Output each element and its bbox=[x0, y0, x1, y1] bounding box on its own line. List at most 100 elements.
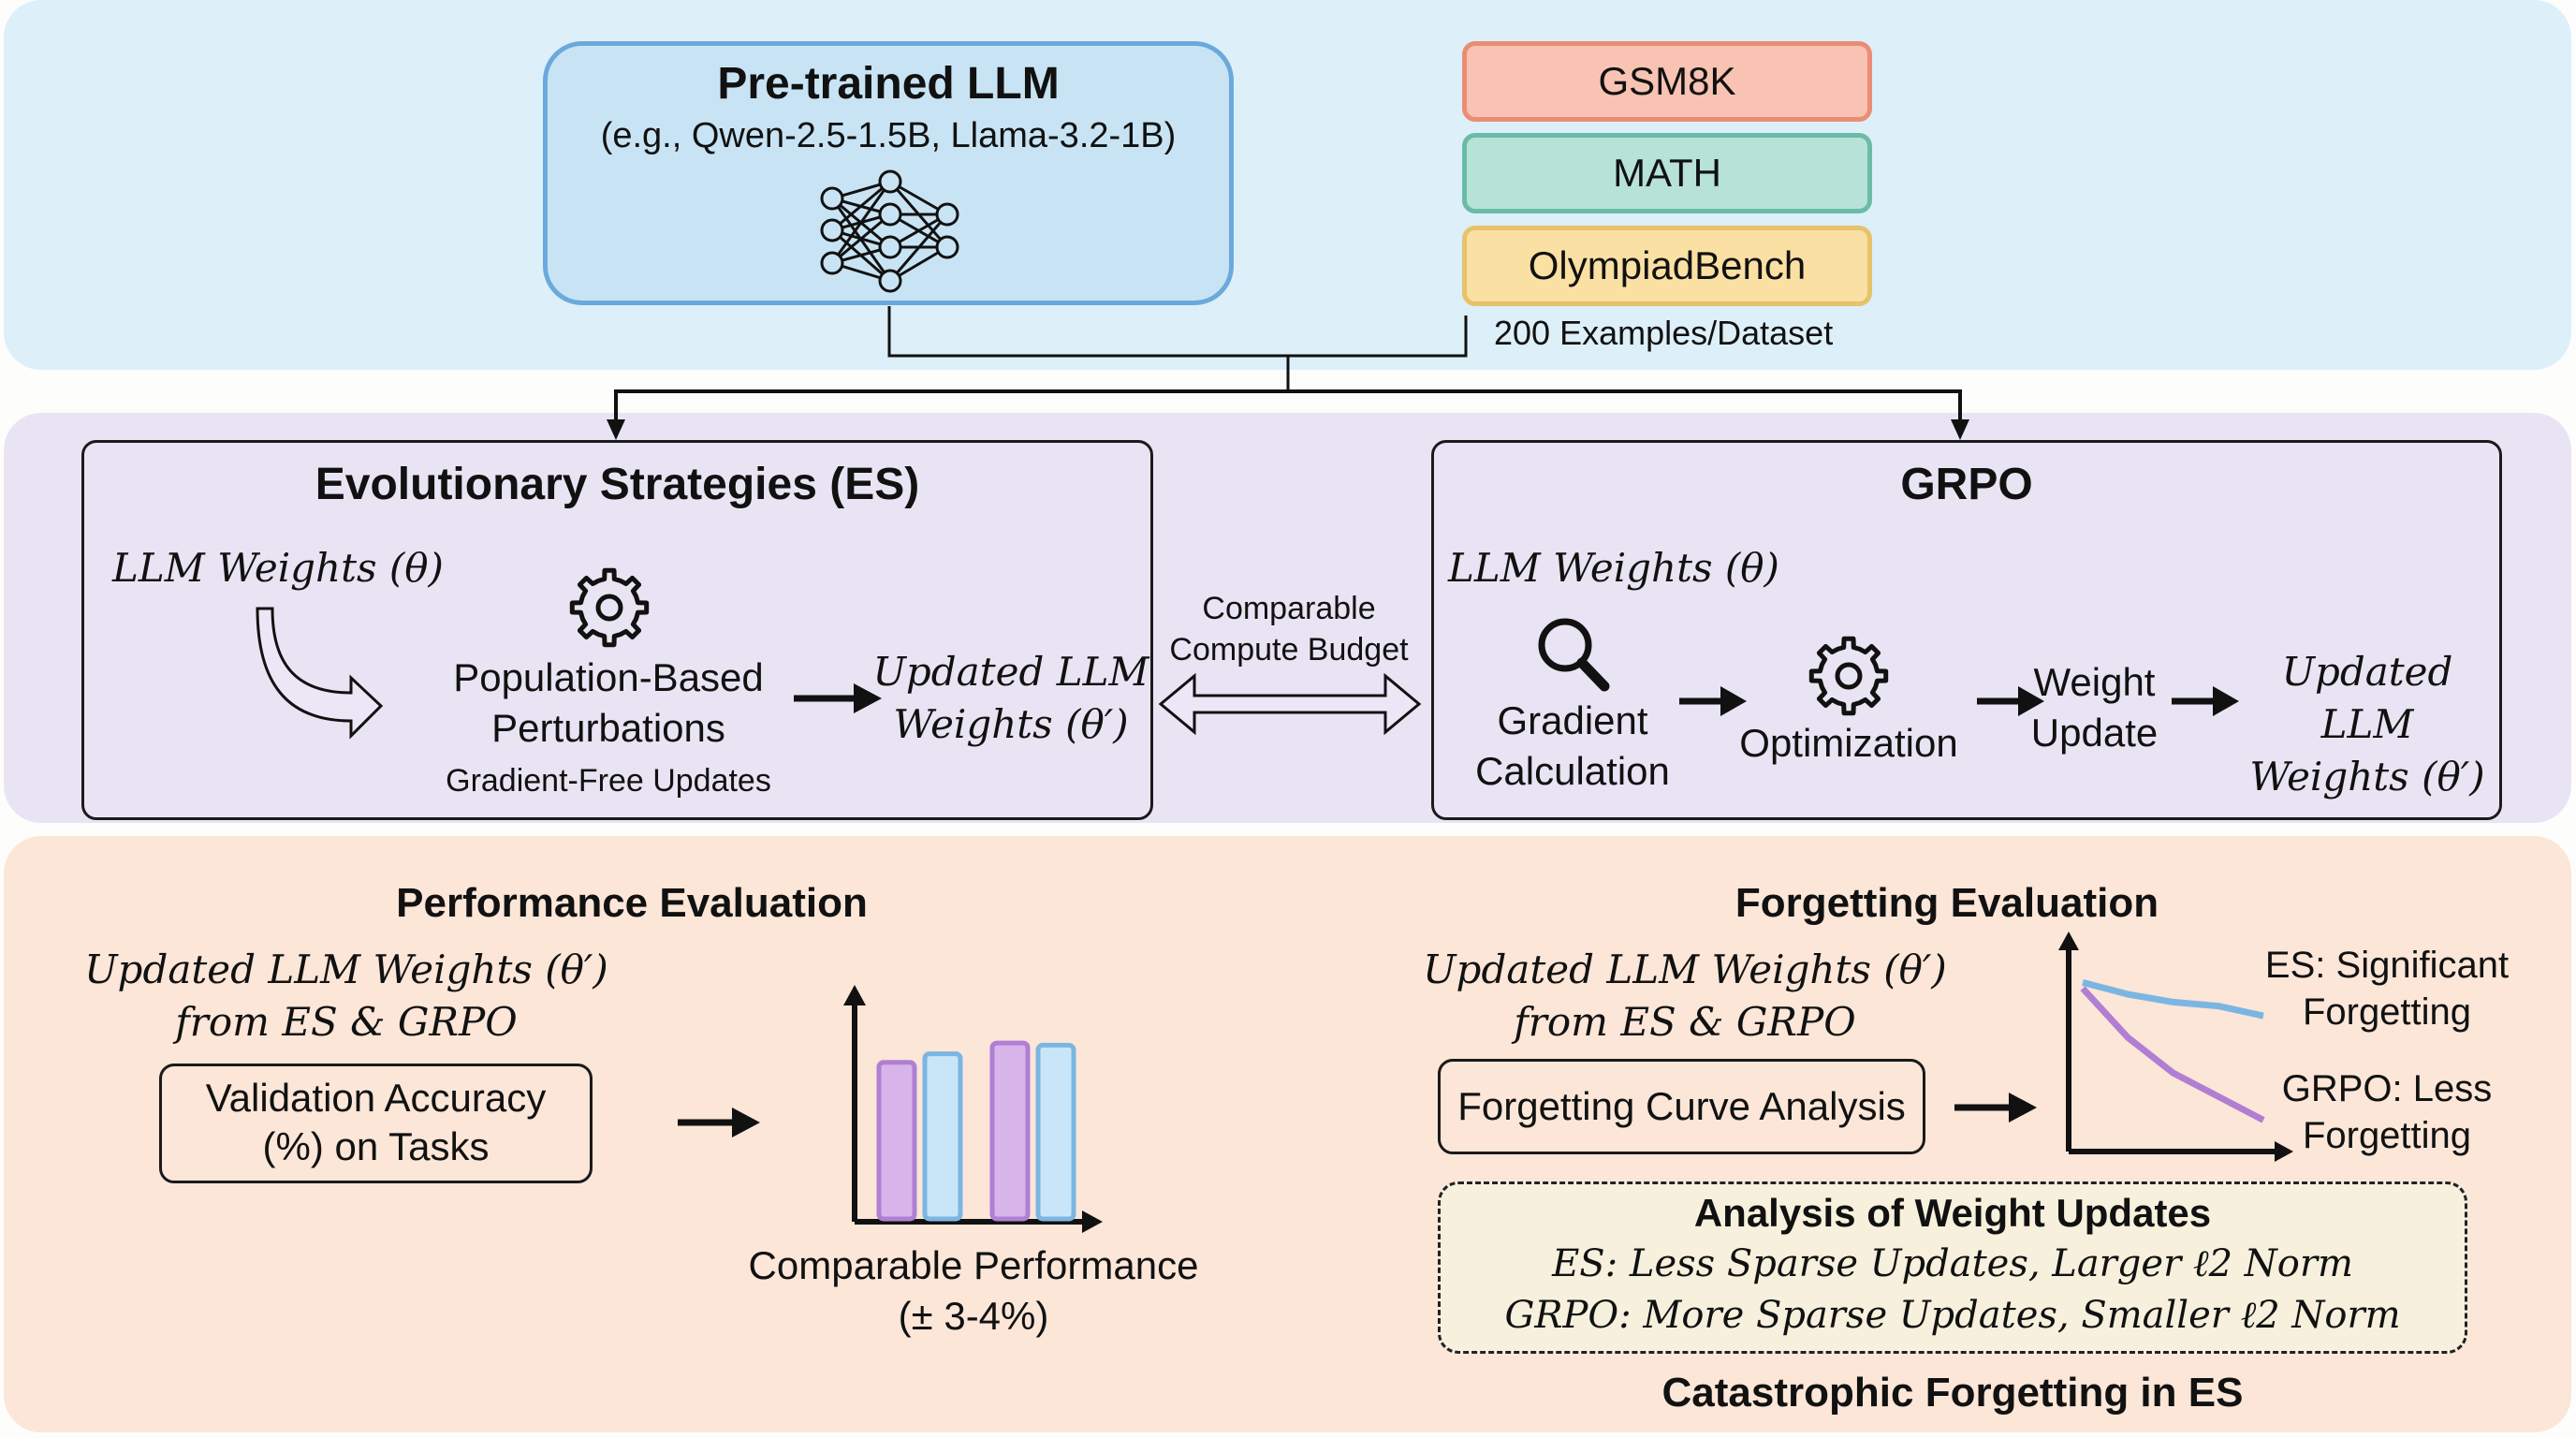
grpo-input-weights: LLM Weights (θ) bbox=[1448, 545, 1779, 591]
performance-result: Comparable Performance (± 3-4%) bbox=[711, 1240, 1236, 1342]
grpo-box bbox=[1431, 440, 2502, 820]
arrow-right-icon bbox=[1954, 1093, 2037, 1123]
grpo-step-weight-update: Weight Update bbox=[2012, 657, 2176, 758]
nn-edge bbox=[831, 180, 891, 232]
y-axis-arrowhead-icon bbox=[2058, 932, 2079, 950]
weight-analysis-es: ES: Less Sparse Updates, Larger ℓ2 Norm bbox=[1552, 1242, 2353, 1285]
nn-node bbox=[878, 235, 902, 259]
es-forgetting-line1: ES: Significant bbox=[2264, 945, 2510, 986]
performance-bar-chart bbox=[843, 985, 1103, 1233]
forgetting-curve-box: Forgetting Curve Analysis bbox=[1438, 1059, 1925, 1154]
nn-node bbox=[820, 251, 844, 275]
grpo-output-label: Updated LLM Weights (θ′) bbox=[2235, 646, 2499, 803]
es-box bbox=[81, 440, 1153, 820]
grpo-forgetting-line1: GRPO: Less bbox=[2281, 1068, 2493, 1109]
arrowhead-grpo-icon bbox=[1951, 419, 1969, 440]
gear-icon bbox=[569, 567, 650, 648]
dataset-math: MATH bbox=[1462, 133, 1872, 213]
dataset-gsm8k: GSM8K bbox=[1462, 41, 1872, 122]
neural-network-icon bbox=[820, 169, 959, 293]
nn-edge bbox=[830, 181, 892, 264]
arrow-right-icon bbox=[2172, 686, 2239, 716]
grpo-output-line1: Updated LLM bbox=[2281, 649, 2453, 747]
arrow-right-icon bbox=[678, 1108, 760, 1137]
es-process-note: Gradient-Free Updates bbox=[446, 763, 771, 799]
gear-outline bbox=[1808, 636, 1889, 716]
bar-blue-2 bbox=[1035, 1042, 1076, 1222]
compute-budget-line2: Compute Budget bbox=[1169, 632, 1409, 668]
grpo-title: GRPO bbox=[1900, 460, 2033, 509]
performance-input-label: Updated LLM Weights (θ′) from ES & GRPO bbox=[84, 944, 608, 1049]
x-axis-arrowhead-icon bbox=[1082, 1211, 1103, 1233]
arrow-right-icon bbox=[1977, 686, 2044, 716]
curved-arrow-icon bbox=[256, 607, 384, 740]
validation-accuracy-line1: Validation Accuracy bbox=[205, 1076, 547, 1120]
arrowhead-es-icon bbox=[607, 419, 625, 440]
nn-node bbox=[878, 202, 902, 227]
nn-edge bbox=[831, 213, 891, 265]
grpo-step-gradient-line2: Calculation bbox=[1475, 749, 1670, 793]
performance-result-line2: (± 3-4%) bbox=[898, 1294, 1049, 1338]
es-output-line1: Updated LLM bbox=[872, 649, 1149, 695]
grpo-step-gradient: Gradient Calculation bbox=[1460, 696, 1685, 797]
weight-analysis-grpo: GRPO: More Sparse Updates, Smaller ℓ2 No… bbox=[1504, 1294, 2401, 1337]
pretrained-llm-examples: (e.g., Qwen-2.5-1.5B, Llama-3.2-1B) bbox=[600, 116, 1177, 155]
dataset-olympiadbench: OlympiadBench bbox=[1462, 226, 1872, 306]
grpo-step-optimization: Optimization bbox=[1739, 721, 1958, 765]
forgetting-input-line2: from ES & GRPO bbox=[1514, 999, 1856, 1045]
es-output-line2: Weights (θ′) bbox=[893, 701, 1129, 747]
nn-node bbox=[935, 202, 959, 227]
es-input-weights: LLM Weights (θ) bbox=[112, 545, 444, 591]
split-connector bbox=[614, 389, 1962, 423]
validation-accuracy-box: Validation Accuracy (%) on Tasks bbox=[159, 1064, 593, 1183]
gear-hub bbox=[595, 594, 623, 622]
nn-node bbox=[878, 269, 902, 293]
performance-input-line2: from ES & GRPO bbox=[175, 999, 518, 1045]
weight-analysis-box bbox=[1438, 1181, 2467, 1354]
performance-result-line1: Comparable Performance bbox=[748, 1243, 1199, 1287]
performance-input-line1: Updated LLM Weights (θ′) bbox=[84, 946, 608, 992]
forgetting-input-line1: Updated LLM Weights (θ′) bbox=[1423, 946, 1947, 992]
bar-purple-1 bbox=[876, 1060, 917, 1222]
dataset-caption: 200 Examples/Dataset bbox=[1494, 314, 1834, 352]
nn-edge bbox=[888, 213, 949, 282]
nn-node bbox=[878, 169, 902, 194]
input-panel bbox=[4, 0, 2571, 370]
nn-node bbox=[820, 218, 844, 242]
forgetting-input-label: Updated LLM Weights (θ′) from ES & GRPO bbox=[1423, 944, 1947, 1049]
line-blue bbox=[2082, 979, 2264, 1020]
weight-analysis-title: Analysis of Weight Updates bbox=[1693, 1191, 2212, 1235]
grpo-step-gradient-line1: Gradient bbox=[1497, 698, 1648, 742]
conclusion-title: Catastrophic Forgetting in ES bbox=[1661, 1370, 2244, 1416]
grpo-output-line2: Weights (θ′) bbox=[2249, 754, 2485, 800]
pretrained-llm-title: Pre-trained LLM bbox=[717, 59, 1060, 109]
es-forgetting-line2: Forgetting bbox=[2302, 991, 2472, 1033]
grpo-forgetting-label: GRPO: Less Forgetting bbox=[2247, 1065, 2527, 1159]
x-axis-arrowhead-icon bbox=[2275, 1141, 2293, 1162]
nn-node bbox=[820, 186, 844, 211]
es-process-line2: Perturbations bbox=[491, 706, 725, 750]
double-arrow-icon bbox=[1158, 672, 1422, 736]
es-title: Evolutionary Strategies (ES) bbox=[315, 460, 920, 509]
arrow-right-icon bbox=[1679, 686, 1747, 716]
nn-node bbox=[935, 235, 959, 259]
es-output-label: Updated LLM Weights (θ′) bbox=[871, 646, 1151, 751]
forgetting-line-chart bbox=[2058, 932, 2293, 1162]
arrow-right-icon bbox=[794, 683, 882, 713]
grpo-step-weight-update-line2: Update bbox=[2030, 711, 2159, 755]
performance-evaluation-title: Performance Evaluation bbox=[396, 880, 868, 926]
gear-icon bbox=[1808, 636, 1889, 716]
compute-budget-label: Comparable Compute Budget bbox=[1157, 588, 1421, 670]
gear-hub bbox=[1835, 662, 1863, 690]
grpo-step-weight-update-line1: Weight bbox=[2033, 660, 2156, 704]
es-forgetting-label: ES: Significant Forgetting bbox=[2247, 942, 2527, 1035]
y-axis-arrowhead-icon bbox=[843, 985, 866, 1005]
line-purple bbox=[2080, 986, 2265, 1123]
forgetting-evaluation-title: Forgetting Evaluation bbox=[1734, 880, 2159, 926]
magnifier-icon bbox=[1538, 618, 1610, 692]
merge-connector bbox=[887, 306, 1468, 358]
validation-accuracy-line2: (%) on Tasks bbox=[262, 1124, 490, 1168]
compute-budget-line1: Comparable bbox=[1202, 591, 1376, 626]
grpo-forgetting-line2: Forgetting bbox=[2302, 1115, 2472, 1156]
